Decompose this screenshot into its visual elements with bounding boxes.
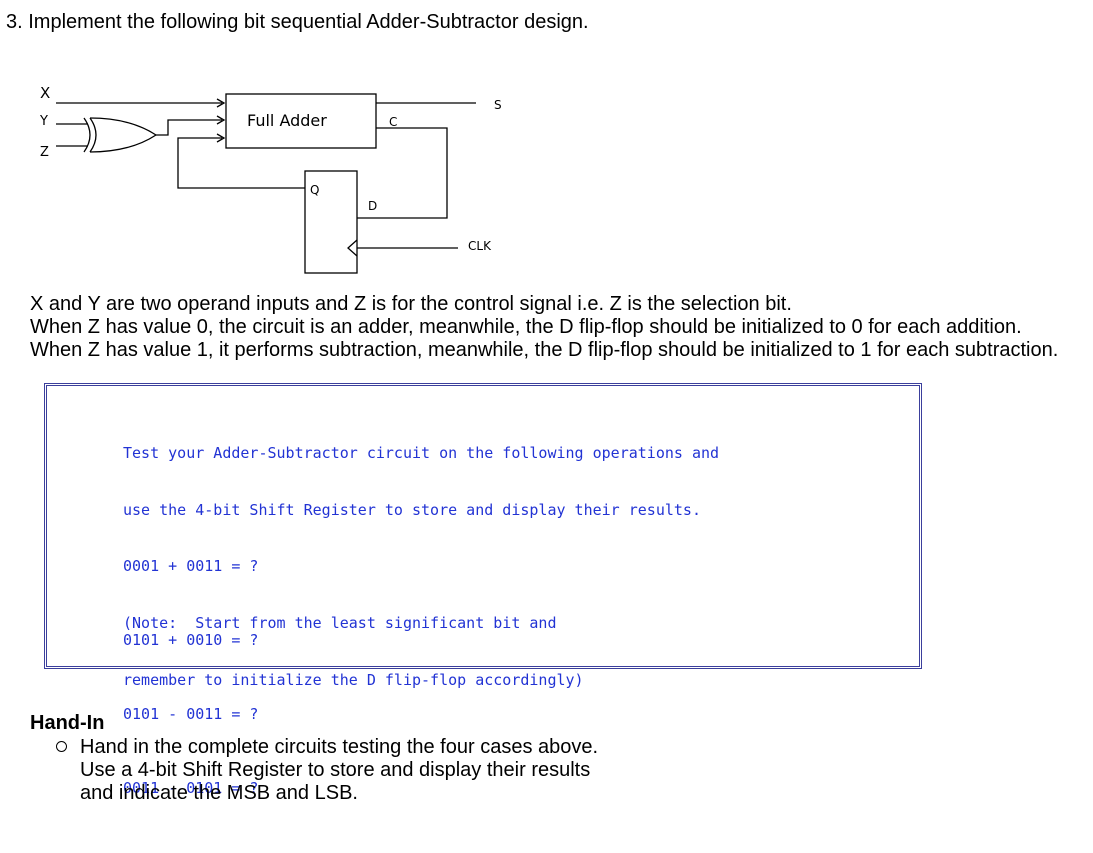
description-line-1: X and Y are two operand inputs and Z is … bbox=[30, 293, 792, 315]
question-heading: 3. Implement the following bit sequentia… bbox=[6, 11, 589, 33]
arrow-fa-in1 bbox=[216, 98, 226, 108]
operations-list: 0001 + 0011 = ? 0101 + 0010 = ? 0101 - 0… bbox=[123, 521, 258, 853]
handin-line-3: and indicate the MSB and LSB. bbox=[80, 782, 358, 804]
q-label: Q bbox=[310, 183, 319, 197]
task-box: Test your Adder-Subtractor circuit on th… bbox=[44, 383, 922, 797]
label-x: X bbox=[40, 84, 50, 102]
handin-line-1: Hand in the complete circuits testing th… bbox=[80, 736, 599, 758]
label-z: Z bbox=[40, 145, 49, 160]
handin-item: Hand in the complete circuits testing th… bbox=[80, 736, 598, 805]
wire-carry bbox=[357, 127, 448, 219]
wire-q-feedback bbox=[177, 137, 305, 189]
xor-input-curve bbox=[89, 117, 97, 153]
full-adder-label: Full Adder bbox=[247, 111, 327, 130]
task-instructions: Test your Adder-Subtractor circuit on th… bbox=[123, 406, 719, 728]
description-line-2: When Z has value 0, the circuit is an ad… bbox=[30, 316, 1022, 338]
arrow-fa-in3 bbox=[216, 133, 226, 143]
circuit-diagram: X Y Z Full Adder C S Q D CLK bbox=[39, 84, 502, 274]
handin-line-2: Use a 4-bit Shift Register to store and … bbox=[80, 759, 591, 781]
label-y: Y bbox=[39, 114, 48, 129]
sum-label: S bbox=[494, 98, 502, 112]
d-label: D bbox=[368, 199, 377, 213]
task-note-2: remember to initialize the D flip-flop a… bbox=[123, 671, 584, 689]
task-note-1: (Note: Start from the least significant … bbox=[123, 614, 557, 632]
arrow-fa-in2 bbox=[216, 115, 226, 125]
full-adder-box bbox=[225, 93, 377, 149]
task-line-2: use the 4-bit Shift Register to store an… bbox=[123, 501, 701, 519]
task-line-1: Test your Adder-Subtractor circuit on th… bbox=[123, 444, 720, 462]
operation-1: 0001 + 0011 = ? bbox=[123, 557, 259, 575]
carry-label: C bbox=[389, 115, 397, 129]
clk-label: CLK bbox=[468, 239, 492, 253]
xor-back-curve bbox=[83, 117, 91, 153]
bullet-icon bbox=[56, 741, 67, 752]
clock-triangle bbox=[347, 239, 358, 257]
description-line-3: When Z has value 1, it performs subtract… bbox=[30, 339, 1059, 361]
description: X and Y are two operand inputs and Z is … bbox=[30, 293, 1058, 362]
operation-2: 0101 + 0010 = ? bbox=[123, 631, 259, 649]
handin-title: Hand-In bbox=[30, 712, 105, 734]
d-flipflop-box bbox=[304, 170, 358, 274]
operation-3: 0101 - 0011 = ? bbox=[123, 705, 259, 723]
operation-4: 0011 - 0101 = ? bbox=[123, 779, 259, 797]
wire-xor-out bbox=[156, 119, 222, 136]
xor-body bbox=[89, 117, 158, 153]
